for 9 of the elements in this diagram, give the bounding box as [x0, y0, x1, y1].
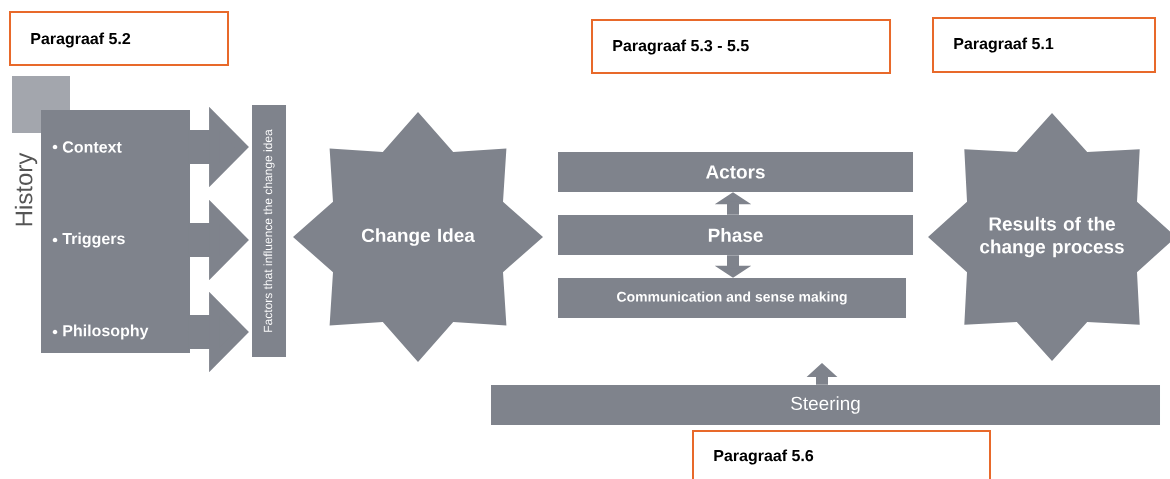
process-bar: Steering [491, 385, 1160, 425]
factor-block: Context Triggers Philosophy [41, 110, 190, 353]
section-label-box: Paragraaf 5.1 [932, 17, 1156, 73]
section-label-box: Paragraaf 5.2 [9, 11, 229, 66]
section-label-box: Paragraaf 5.3 - 5.5 [591, 19, 891, 74]
process-bar: Phase [558, 215, 913, 255]
factors-bar: Factors that influence the change idea [252, 105, 286, 357]
side-label: History [14, 152, 38, 226]
section-label-box: Paragraaf 5.6 [692, 430, 991, 479]
